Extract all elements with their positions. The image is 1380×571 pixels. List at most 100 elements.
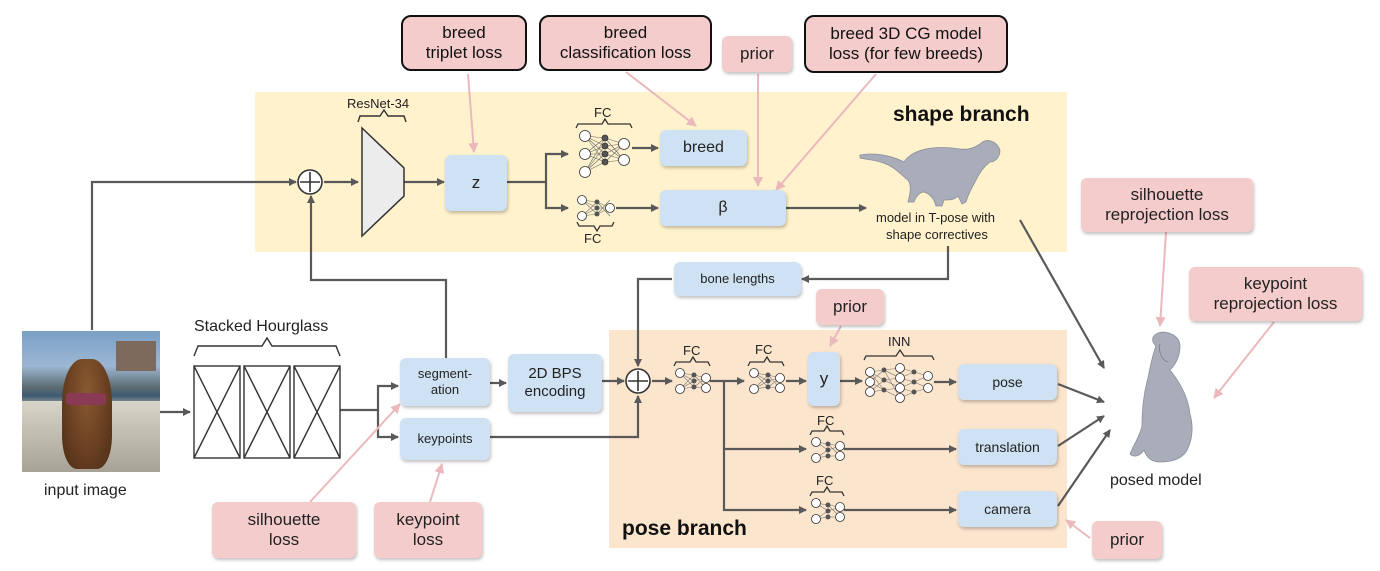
- bps-encoding-box: 2D BPS encoding: [508, 354, 602, 412]
- resnet-brace: [357, 108, 407, 123]
- segmentation-label-line2: ation: [430, 382, 460, 397]
- z-split-lower-arrow: [544, 182, 569, 212]
- pose-to-posed-arrow: [1057, 382, 1105, 404]
- breed-3d-loss-box: breed 3D CG model loss (for few breeds): [804, 15, 1008, 73]
- image-to-shape-arrow: [90, 178, 297, 330]
- kp-reproj-arrow: [1213, 321, 1275, 399]
- fc-pose-1-label: FC: [683, 343, 701, 358]
- keypoint-loss-box: keypoint loss: [374, 502, 482, 558]
- breed-triplet-line2: triplet loss: [425, 43, 503, 62]
- fc-pose-3-label: FC: [817, 413, 835, 428]
- silhouette-loss-line1: silhouette: [247, 509, 321, 529]
- silhouette-loss-box: silhouette loss: [212, 502, 356, 558]
- resnet-encoder-shape: [361, 126, 405, 238]
- keypoint-loss-line1: keypoint: [396, 509, 460, 529]
- fc-bottom-brace: [576, 221, 615, 233]
- fc-bottom-label: FC: [584, 231, 602, 246]
- sil-reproj-arrow: [1155, 231, 1167, 327]
- fc-pose-2: [749, 368, 785, 394]
- fc-pose-1: [675, 368, 711, 394]
- translation-output-box: translation: [958, 429, 1057, 465]
- keypoint-reprojection-loss-box: keypoint reprojection loss: [1189, 267, 1362, 321]
- z-latent-box: z: [445, 155, 507, 211]
- beta-box: β: [660, 190, 786, 226]
- keypoint-loss-arrow: [429, 463, 445, 503]
- breed3d-loss-arrow: [775, 73, 877, 191]
- silhouette-reprojection-loss-box: silhouette reprojection loss: [1081, 178, 1253, 232]
- model-to-posed-arrow: [1019, 219, 1105, 369]
- fc-top-brace: [575, 117, 633, 129]
- kp-to-plus-arrow: [490, 395, 642, 439]
- photo-dog: [62, 359, 112, 469]
- photo-house: [116, 341, 156, 371]
- inn-brace: [863, 348, 935, 361]
- bps-label-line2: encoding: [524, 383, 586, 400]
- pose-output-box: pose: [958, 364, 1057, 400]
- breed-triplet-loss-box: breed triplet loss: [401, 15, 527, 71]
- bone-to-plus-arrow: [634, 277, 672, 367]
- fc-pose-2-brace: [747, 355, 785, 367]
- model-to-bone-arrow: [801, 246, 950, 283]
- segmentation-box: segment- ation: [400, 358, 490, 406]
- bone-lengths-box: bone lengths: [674, 262, 801, 296]
- sil-reproj-line2: reprojection loss: [1105, 205, 1229, 224]
- breed-box: breed: [660, 130, 747, 166]
- input-image: [22, 331, 160, 472]
- breed-triplet-line1: breed: [442, 22, 486, 42]
- tpose-dog-model: [859, 140, 1001, 207]
- breed-classification-line1: breed: [603, 22, 648, 42]
- silhouette-loss-line2: loss: [268, 530, 300, 549]
- prior-pose-arrow: [829, 325, 842, 347]
- input-image-caption: input image: [44, 482, 127, 499]
- fc1-down-camera-arrow: [722, 449, 807, 514]
- prior-top-box: prior: [722, 36, 792, 72]
- z-split-arrow: [506, 150, 569, 184]
- pose-branch-title: pose branch: [622, 517, 747, 540]
- posed-dog-model: [1129, 331, 1193, 463]
- kp-reproj-line2: reprojection loss: [1213, 294, 1338, 313]
- triplet-loss-arrow: [467, 73, 479, 153]
- tpose-caption-line1: model in T-pose with: [876, 210, 995, 225]
- y-latent-box: y: [808, 352, 840, 406]
- prior-camera-box: prior: [1092, 521, 1162, 559]
- kp-reproj-line1: keypoint: [1243, 273, 1308, 293]
- shape-branch-title: shape branch: [893, 103, 1030, 126]
- fc-shape-bottom: [577, 195, 615, 221]
- breed-classification-loss-box: breed classification loss: [539, 15, 712, 71]
- seg-to-plus-arrow: [307, 195, 448, 358]
- segmentation-label-line1: segment-: [417, 366, 473, 382]
- inn-label: INN: [888, 334, 911, 349]
- hourglass-label: Stacked Hourglass: [194, 318, 329, 335]
- sil-reproj-line1: silhouette: [1130, 184, 1204, 204]
- fc-pose-4-label: FC: [816, 473, 834, 488]
- translation-to-posed-arrow: [1057, 415, 1105, 447]
- keypoint-loss-line2: loss: [412, 530, 444, 549]
- breed-3d-line2: loss (for few breeds): [829, 44, 983, 63]
- posed-model-caption: posed model: [1110, 472, 1202, 489]
- prior-camera-arrow: [1065, 519, 1091, 539]
- fc-pose-2-label: FC: [755, 342, 773, 357]
- fc1-down-translation-arrow: [722, 381, 807, 453]
- breed-classification-line2: classification loss: [559, 43, 692, 62]
- fc-pose-1-brace: [673, 355, 711, 367]
- fc-top-label: FC: [594, 105, 612, 120]
- resnet-label: ResNet-34: [347, 96, 410, 111]
- hourglass-to-kp-arrow: [376, 410, 399, 441]
- fc-pose-3: [811, 437, 845, 463]
- prior-pose-box: prior: [816, 289, 884, 325]
- silhouette-loss-arrow: [309, 403, 401, 503]
- hourglass-to-seg-arrow: [340, 382, 399, 412]
- bps-label-line1: 2D BPS: [528, 365, 582, 382]
- fc-pose-4: [811, 498, 845, 524]
- tpose-caption-line2: shape correctives: [886, 227, 988, 242]
- fc-pose-4-brace: [809, 485, 845, 497]
- breed-3d-line1: breed 3D CG model: [830, 23, 982, 43]
- classification-loss-arrow: [625, 71, 697, 127]
- fc-pose-3-brace: [809, 424, 845, 436]
- inn-network: [865, 363, 933, 403]
- keypoints-box: keypoints: [400, 418, 490, 460]
- camera-output-box: camera: [958, 491, 1057, 527]
- photo-bandana: [66, 393, 106, 405]
- hourglass-brace: [193, 336, 341, 357]
